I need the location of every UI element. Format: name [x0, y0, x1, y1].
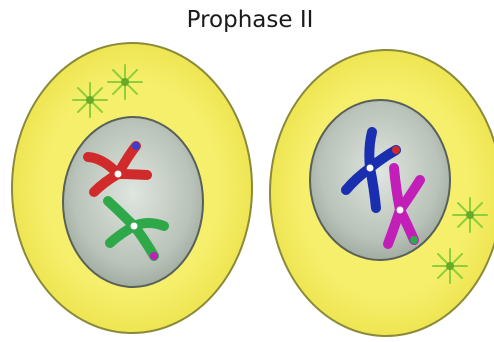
right-centrosome-1: [453, 198, 487, 232]
left-centrosome-2: [108, 65, 142, 99]
right-nucleus: [310, 100, 450, 260]
diagram-title: Prophase II: [187, 7, 314, 33]
right-centrosome-2: [433, 249, 467, 283]
magenta-centromere: [397, 207, 404, 214]
red-centromere: [115, 171, 122, 178]
green-centromere: [131, 223, 138, 230]
left-centrosome-1: [73, 83, 107, 117]
left-daughter-cell: [12, 43, 252, 333]
blue-centromere: [367, 165, 374, 172]
right-daughter-cell: [270, 50, 494, 336]
